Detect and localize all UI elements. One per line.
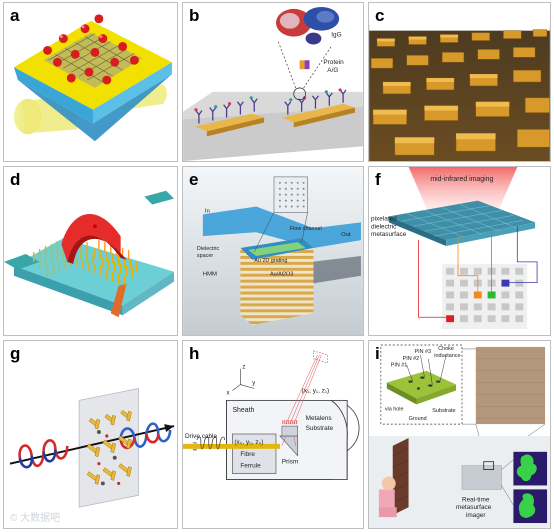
panel-c: c xyxy=(368,2,551,162)
hyperbolic-metamaterial-sensor-illustration: In Out Flow channel Dielectric spacer Au… xyxy=(183,167,363,335)
pin3-label: PIN #3 xyxy=(414,349,431,355)
ferrule-label: Ferrule xyxy=(240,463,261,470)
via-hole-label: via hole xyxy=(385,406,404,412)
antibody-nanorod-illustration: IgG Protein A/G xyxy=(183,6,363,161)
protein-label: Protein xyxy=(323,59,344,66)
panel-b-label: b xyxy=(189,6,200,25)
panel-a-label: a xyxy=(10,6,20,25)
panel-e: e In Out Flow channel Dielectric xyxy=(182,166,364,336)
ground-label: Ground xyxy=(409,416,427,422)
panel-i-label: i xyxy=(375,344,380,363)
coord-source-label: (x₀, y₀, z₀) xyxy=(234,439,263,446)
panel-f-label: f xyxy=(375,170,381,189)
panel-f: f mid-infrared imaging pixelated dielect… xyxy=(368,166,551,336)
au-al2o3-label: Au/Al2O3 xyxy=(270,272,293,278)
panel-d: d xyxy=(3,166,178,336)
drive-cable-label: Drive cable xyxy=(185,433,217,440)
dielectric-label: Dielectric xyxy=(197,246,220,252)
panel-g-label: g xyxy=(10,344,21,363)
chiral-metasurface-illustration xyxy=(9,388,175,508)
real-time-label: Real-time xyxy=(462,496,490,503)
panel-h-label: h xyxy=(189,344,200,363)
prism-label: Prism xyxy=(282,459,298,466)
panel-d-label: d xyxy=(10,170,21,189)
coord-focus-label: (x₁, y₁, z₁) xyxy=(302,387,329,394)
in-label: In xyxy=(205,208,210,214)
mid-ir-label: mid-infrared imaging xyxy=(430,176,493,183)
hmm-label: HMM xyxy=(203,272,217,278)
real-time-metasurface-imager-illustration: PIN #3 PIN #2 PIN #1 Choke inductance vi… xyxy=(369,344,550,528)
metasurface-i-label: metasurface xyxy=(456,504,492,511)
fibre-label: Fibre xyxy=(240,451,255,458)
nanopillar-channel-illustration xyxy=(4,190,175,318)
panel-e-label: e xyxy=(189,170,199,189)
panel-c-label: c xyxy=(375,6,385,25)
metalens-label: Metalens xyxy=(306,415,332,422)
au-grating-label: Au 2D grating xyxy=(254,258,287,264)
panel-b: b IgG Protein A/G xyxy=(182,2,364,162)
substrate-h-label: Substrate xyxy=(306,425,334,432)
pin1-label: PIN #1 xyxy=(391,363,408,369)
panel-h: h z x y (x₁, y₁, z₁) (x₀, y₀, z₀) Sheath… xyxy=(182,340,364,529)
dielectric-f-label: dielectric xyxy=(371,223,397,230)
metasurface-f-label: metasurface xyxy=(371,231,407,238)
out-label: Out xyxy=(341,232,351,238)
choke-label: Choke xyxy=(438,346,454,352)
igg-label: IgG xyxy=(331,32,341,39)
nanoantenna-array-illustration xyxy=(369,3,550,161)
sheath-label: Sheath xyxy=(232,407,254,414)
watermark: © 大数据吧 xyxy=(10,513,61,524)
axis-z-label: z xyxy=(242,365,245,371)
inductance-label: inductance xyxy=(434,353,460,359)
flow-channel-label: Flow channel xyxy=(290,226,322,232)
panel-i: i PIN #3 PIN #2 PIN #1 Choke inductance … xyxy=(368,340,551,529)
prism-sensor-illustration xyxy=(13,14,172,142)
panel-a: a xyxy=(3,2,178,162)
protein-ag-label: A/G xyxy=(327,67,338,74)
metalens-endoscope-diagram: z x y (x₁, y₁, z₁) (x₀, y₀, z₀) Sheath M… xyxy=(183,350,360,480)
axis-x-label: x xyxy=(227,390,230,396)
panel-g: g © 大数据吧 xyxy=(3,340,178,529)
spacer-label: spacer xyxy=(197,253,213,259)
pixelated-metasurface-illustration: mid-infrared imaging pixelated dielectri… xyxy=(371,167,538,330)
pin2-label: PIN #2 xyxy=(403,356,420,362)
substrate-i-label: Substrate xyxy=(432,408,455,414)
imager-label: imager xyxy=(466,512,486,519)
axis-y-label: y xyxy=(252,381,255,387)
pixelated-label: pixelated xyxy=(371,215,397,222)
